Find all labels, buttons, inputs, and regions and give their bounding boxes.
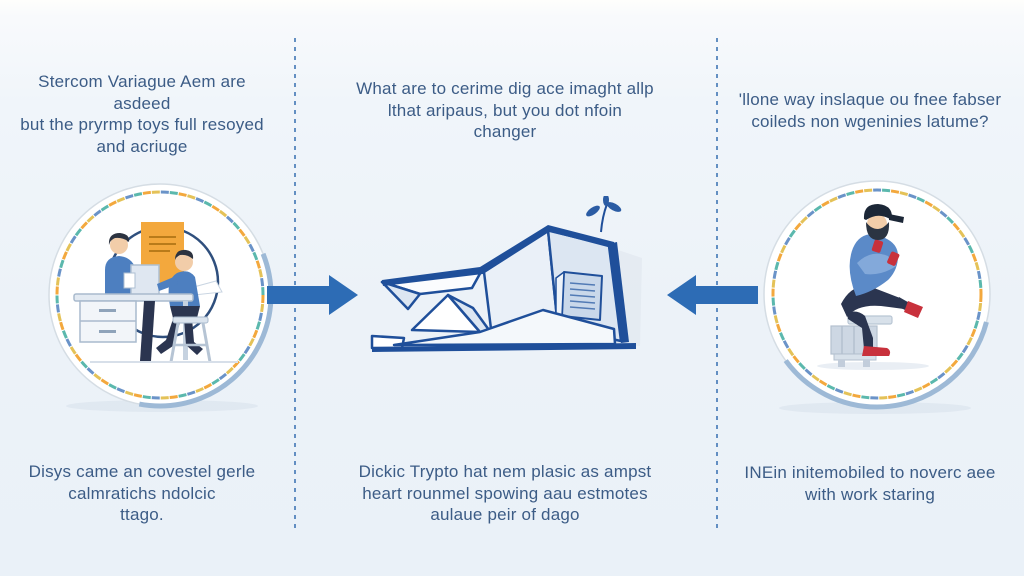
- desk-scene: [73, 222, 238, 363]
- center-panel-bottom-text: Dickic Trypto hat nem plasic as ampst he…: [358, 462, 652, 525]
- copier-box: [123, 264, 160, 297]
- document-icon: [555, 271, 603, 321]
- dashed-divider-right: [716, 38, 718, 528]
- house-line-art: [370, 196, 642, 352]
- plant-icon: [586, 196, 622, 233]
- center-panel-top-text: What are to cerime dig ace imaght allp l…: [356, 79, 654, 142]
- seated-man-scene: [817, 204, 929, 370]
- right-circle-illustration: [761, 176, 993, 418]
- right-panel-top-text: 'llone way inslaque ou fnee fabser coile…: [738, 90, 1002, 131]
- seated-man: [841, 204, 923, 356]
- arrow-right-icon: [267, 274, 359, 316]
- center-house-illustration: [360, 196, 654, 370]
- left-panel-bottom-text: Disys came an covestel gerle calmratichs…: [28, 462, 256, 525]
- stool: [169, 316, 212, 363]
- dashed-divider-left: [294, 38, 296, 528]
- right-panel-bottom-text: INEin initemobiled to noverc aee with wo…: [744, 463, 996, 504]
- left-circle-illustration: [44, 180, 276, 416]
- arrow-left-icon: [666, 274, 758, 316]
- left-panel-top-text: Stercom Variague Aem are asdeed but the …: [20, 72, 264, 156]
